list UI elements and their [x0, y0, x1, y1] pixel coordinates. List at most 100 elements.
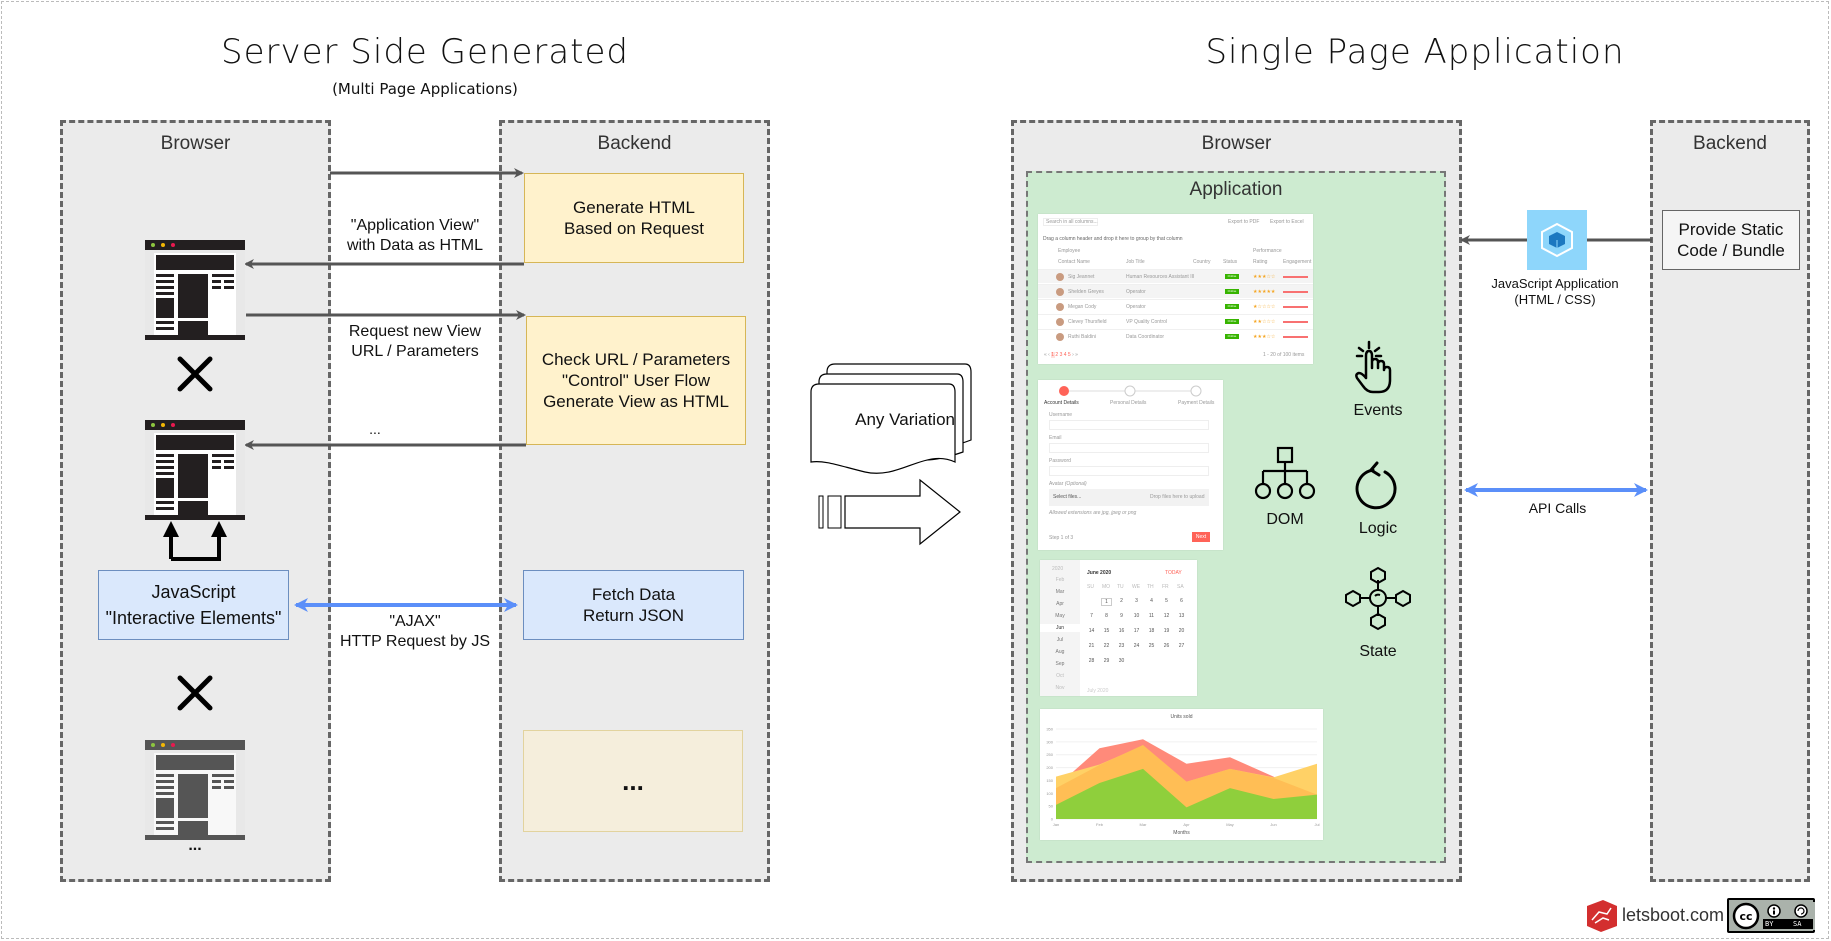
status-badge: Online — [1225, 274, 1239, 279]
day-cell[interactable]: 4 — [1150, 598, 1153, 604]
avatar — [1056, 273, 1064, 281]
day-cell[interactable]: 7 — [1090, 613, 1093, 619]
wizard-step[interactable]: Personal Details — [1110, 400, 1147, 406]
cc-license-badge[interactable]: cc BY SA — [1727, 898, 1815, 933]
column-header[interactable]: Status — [1223, 259, 1238, 265]
day-cell[interactable]: 9 — [1120, 613, 1123, 619]
today-button[interactable]: TODAY — [1165, 570, 1182, 576]
month-item[interactable]: Jun — [1040, 624, 1080, 632]
license-sa: SA — [1793, 920, 1802, 928]
day-cell[interactable]: 2 — [1120, 598, 1123, 604]
day-cell[interactable]: 28 — [1088, 658, 1095, 664]
month-item[interactable]: Feb — [1055, 577, 1065, 583]
month-item[interactable]: Apr — [1056, 601, 1064, 607]
page-button[interactable]: 1 — [1051, 352, 1056, 358]
weekday-label: WE — [1132, 584, 1141, 590]
wizard-step[interactable]: Account Details — [1044, 400, 1079, 406]
page-button[interactable]: 2 — [1055, 352, 1060, 358]
day-cell[interactable]: 21 — [1088, 643, 1095, 649]
username-input[interactable] — [1049, 420, 1209, 430]
day-cell[interactable]: 17 — [1133, 628, 1140, 634]
next-button[interactable]: Next — [1192, 532, 1210, 542]
letsboot-logo[interactable] — [1583, 898, 1619, 934]
month-item[interactable]: Sep — [1055, 661, 1065, 667]
status-badge: Online — [1225, 319, 1239, 324]
email-input[interactable] — [1049, 443, 1209, 453]
upload-zone[interactable] — [1049, 489, 1209, 506]
day-cell[interactable]: 3 — [1135, 598, 1138, 604]
step-info: Step 1 of 3 — [1049, 535, 1074, 541]
column-header[interactable]: Country — [1193, 259, 1211, 265]
day-cell[interactable]: 24 — [1133, 643, 1140, 649]
webpage-icon-faded — [145, 740, 245, 840]
weekday-label: SU — [1087, 584, 1094, 590]
day-cell[interactable]: 25 — [1148, 643, 1155, 649]
day-cell[interactable]: 8 — [1105, 613, 1108, 619]
weekday-label: SA — [1177, 584, 1184, 590]
avatar-label: Avatar (Optional) — [1049, 481, 1087, 487]
month-item[interactable]: May — [1055, 613, 1065, 619]
column-header[interactable]: Contact Name — [1058, 259, 1090, 265]
select-files-button[interactable]: Select files... — [1053, 494, 1082, 500]
column-header[interactable]: Job Title — [1126, 259, 1145, 265]
month-item[interactable]: Aug — [1055, 649, 1065, 655]
day-cell[interactable]: 16 — [1118, 628, 1125, 634]
day-cell[interactable]: 6 — [1180, 598, 1183, 604]
month-item[interactable]: Mar — [1055, 589, 1065, 595]
day-cell[interactable]: 30 — [1118, 658, 1125, 664]
username-label: Username — [1049, 412, 1073, 418]
state-label: State — [1359, 643, 1397, 660]
day-cell[interactable]: 12 — [1163, 613, 1170, 619]
password-input[interactable] — [1049, 466, 1209, 476]
day-cell[interactable]: 10 — [1133, 613, 1140, 619]
day-cell[interactable]: 1 — [1101, 598, 1112, 606]
dom-label: DOM — [1266, 511, 1304, 528]
month-item[interactable]: Oct — [1056, 673, 1064, 679]
cc-icon: cc — [1731, 902, 1815, 930]
page-button[interactable]: 4 — [1063, 352, 1068, 358]
page-button[interactable]: 5 — [1067, 352, 1073, 358]
day-cell[interactable]: 18 — [1148, 628, 1155, 634]
y-tick-label: 0 — [1051, 817, 1054, 822]
day-cell[interactable]: 13 — [1178, 613, 1185, 619]
day-cell[interactable]: 26 — [1163, 643, 1170, 649]
application-label: Application — [1189, 179, 1283, 200]
export-pdf-button[interactable]: Export to PDF — [1228, 219, 1260, 225]
day-cell[interactable]: 29 — [1103, 658, 1110, 664]
day-cell[interactable]: 20 — [1178, 628, 1185, 634]
column-header[interactable]: Engagement — [1283, 259, 1312, 265]
job-title: VP Quality Control — [1126, 319, 1168, 325]
page-list[interactable]: 1 2 3 4 5 — [1051, 352, 1072, 358]
month-item[interactable]: Jul — [1056, 637, 1064, 643]
pager[interactable]: « ‹ 1 2 3 4 5 › » — [1044, 352, 1078, 358]
column-header[interactable]: Rating — [1253, 259, 1268, 265]
grid-search-input[interactable]: Search in all columns... — [1043, 218, 1098, 226]
bundle-label: JavaScript Application (HTML / CSS) — [1491, 276, 1619, 307]
export-excel-button[interactable]: Export to Excel — [1270, 219, 1304, 225]
year-label: 2020 — [1052, 566, 1064, 572]
y-tick-label: 350 — [1046, 727, 1053, 732]
day-cell[interactable]: 27 — [1178, 643, 1185, 649]
brand-link[interactable]: letsboot.com — [1622, 905, 1725, 925]
javascript-box: JavaScript "Interactive Elements" — [98, 570, 289, 640]
page-button[interactable]: 3 — [1059, 352, 1064, 358]
contact-name: Ruthi Baldini — [1068, 334, 1097, 340]
day-cell[interactable]: 14 — [1088, 628, 1095, 634]
engagement-bar — [1283, 321, 1308, 323]
refresh-logic-icon — [1355, 461, 1397, 510]
close-icon — [177, 675, 213, 711]
day-cell[interactable]: 5 — [1165, 598, 1168, 604]
wizard-step[interactable]: Payment Details — [1178, 400, 1215, 406]
day-cell[interactable]: 22 — [1103, 643, 1110, 649]
month-item[interactable]: Nov — [1055, 685, 1065, 691]
day-cell[interactable]: 19 — [1163, 628, 1170, 634]
day-cell[interactable]: 23 — [1118, 643, 1125, 649]
day-cell[interactable]: 11 — [1148, 613, 1155, 619]
right-title: Single Page Application — [1205, 32, 1625, 72]
day-cell[interactable]: 15 — [1103, 628, 1110, 634]
